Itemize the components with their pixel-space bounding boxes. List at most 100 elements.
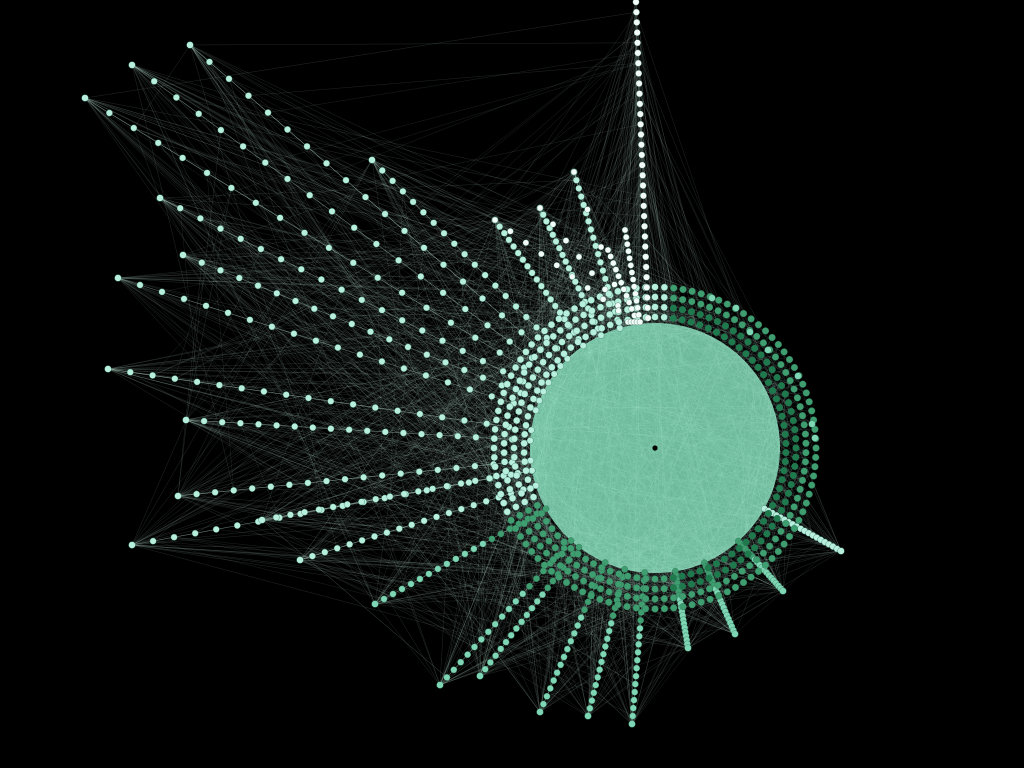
hub-edge (704, 444, 781, 563)
graph-edge (546, 647, 689, 697)
graph-edge (640, 124, 711, 297)
graph-node (126, 368, 134, 376)
graph-edge (332, 310, 592, 317)
graph-node (580, 322, 589, 330)
graph-node (490, 453, 498, 462)
graph-edge (443, 264, 464, 282)
hub-edge (740, 373, 756, 540)
hub-edge (657, 322, 698, 331)
hub-edge (762, 384, 779, 468)
graph-edge (189, 44, 508, 512)
graph-edge (261, 231, 511, 521)
graph-edge (279, 217, 305, 234)
graph-edge (177, 495, 387, 533)
graph-edge (332, 258, 630, 508)
graph-node (713, 317, 722, 326)
graph-edge (365, 197, 501, 495)
hub-edge (537, 363, 563, 493)
graph-node (400, 490, 408, 498)
graph-node (563, 645, 571, 653)
graph-edge (117, 277, 409, 348)
graph-node (508, 494, 517, 502)
graph-node (629, 276, 637, 283)
graph-node (763, 358, 771, 366)
graph-node (306, 191, 314, 199)
hub-edge (636, 464, 779, 572)
graph-edge (84, 97, 596, 247)
graph-node (397, 470, 405, 478)
hub-edge (530, 438, 642, 573)
graph-edge (131, 544, 552, 572)
hub-edge (588, 336, 713, 555)
graph-node (430, 219, 438, 227)
graph-node (515, 407, 523, 416)
graph-edge (180, 63, 639, 209)
graph-edge (180, 207, 201, 219)
graph-edge (240, 423, 280, 518)
graph-node (764, 346, 772, 354)
graph-node (150, 77, 158, 85)
graph-edge (499, 226, 693, 292)
graph-edge (189, 44, 496, 221)
graph-node (587, 592, 595, 600)
graph-node (492, 472, 501, 480)
graph-edge (241, 321, 593, 389)
graph-node (542, 505, 550, 513)
graph-edge (495, 526, 538, 625)
graph-node (522, 421, 530, 429)
graph-edge (174, 537, 621, 585)
hub-edge (530, 414, 776, 463)
graph-edge (189, 44, 487, 502)
graph-edge (479, 598, 656, 677)
graph-node (522, 239, 530, 246)
graph-node (632, 0, 640, 6)
hub-edge (739, 487, 774, 541)
graph-node (570, 583, 579, 592)
graph-node (217, 225, 224, 233)
graph-node (644, 314, 652, 322)
graph-node (748, 532, 757, 540)
graph-node (526, 582, 534, 590)
graph-node (530, 353, 539, 361)
graph-node (409, 198, 417, 206)
graph-node (494, 407, 502, 415)
graph-node (172, 94, 180, 101)
graph-edge (687, 590, 784, 649)
hub-edge (551, 378, 766, 390)
hub-edge (745, 484, 775, 534)
graph-edge (206, 172, 376, 605)
graph-node (149, 537, 157, 545)
graph-edge (131, 64, 447, 487)
graph-edge (419, 413, 443, 418)
hub-edge (657, 322, 777, 477)
graph-node (773, 514, 781, 523)
graph-edge (371, 159, 510, 407)
graph-node (614, 601, 622, 609)
graph-edge (84, 97, 561, 665)
graph-node (805, 490, 813, 498)
graph-edge (231, 187, 256, 204)
graph-edge (314, 308, 592, 311)
graph-edge (133, 127, 649, 319)
graph-node (610, 259, 617, 267)
graph-nodes (81, 0, 845, 728)
hub-edge (536, 488, 754, 526)
graph-node (571, 278, 579, 286)
graph-edge (276, 375, 426, 426)
hub-edge (561, 365, 778, 476)
hub-edge (585, 431, 780, 553)
graph-node (812, 444, 820, 452)
graph-node (338, 286, 346, 294)
graph-node (775, 484, 784, 493)
hub-edge (562, 363, 726, 552)
graph-node (633, 297, 640, 305)
graph-node (614, 590, 622, 599)
hub-edge (706, 333, 761, 516)
graph-node (514, 249, 522, 257)
graph-edge (442, 292, 466, 310)
hub-edge (634, 324, 770, 498)
graph-node (522, 467, 530, 475)
hub-edge (642, 337, 714, 573)
graph-edge (587, 615, 728, 717)
graph-edge (581, 114, 641, 296)
